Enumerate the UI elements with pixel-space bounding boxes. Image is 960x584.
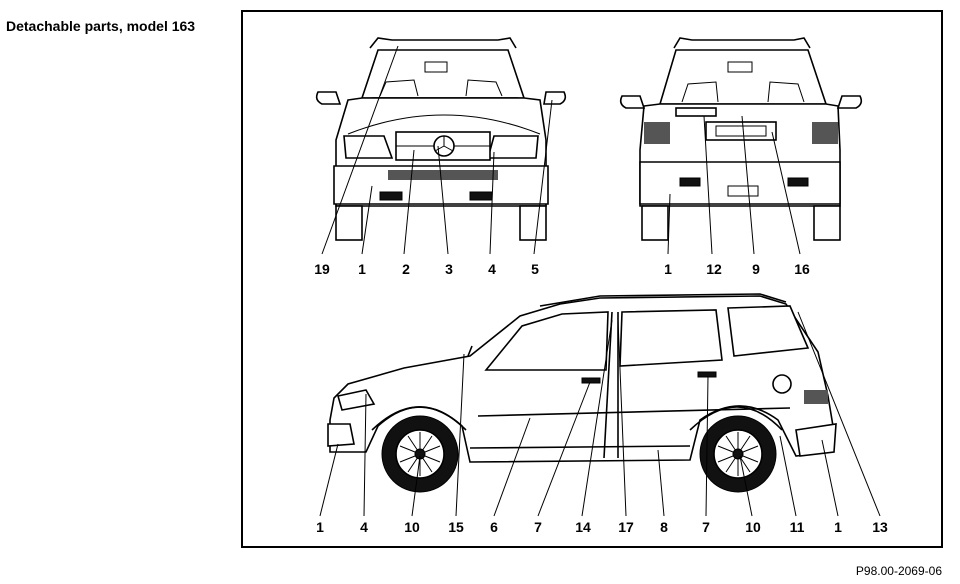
side-arch-rear — [689, 406, 783, 431]
front-fog-right — [469, 191, 493, 201]
rear-mirror-right — [836, 95, 863, 109]
callout-label: 1 — [316, 519, 324, 535]
callout-label: 14 — [575, 519, 591, 535]
front-view — [315, 37, 567, 241]
callout-label: 6 — [490, 519, 498, 535]
callout-label: 1 — [358, 261, 366, 277]
callout-label: 16 — [794, 261, 810, 277]
side-sill — [469, 445, 691, 449]
front-mirror-interior — [424, 61, 448, 73]
side-window-quarter — [727, 305, 810, 357]
callout-label: 1 — [834, 519, 842, 535]
front-headlamp-left — [343, 135, 394, 159]
side-window-rear-door — [619, 309, 723, 367]
rear-mirror-left — [619, 95, 646, 109]
front-tire-right — [519, 205, 547, 241]
callout-label: 7 — [534, 519, 542, 535]
diagram-title: Detachable parts, model 163 — [6, 18, 196, 34]
rear-taillight-right — [812, 122, 838, 144]
diagram-frame — [241, 10, 943, 548]
rear-leaders — [667, 115, 801, 255]
side-front-bumper — [327, 423, 355, 447]
rear-callouts: 1 12 9 16 — [664, 261, 810, 277]
side-view — [327, 293, 837, 493]
callout-label: 19 — [314, 261, 330, 277]
callout-label: 8 — [660, 519, 668, 535]
callout-label: 11 — [790, 519, 805, 535]
front-tire-left — [335, 205, 363, 241]
callout-label: 17 — [618, 519, 634, 535]
figure-reference: P98.00-2069-06 — [855, 564, 942, 578]
callout-label: 15 — [448, 519, 464, 535]
side-door-handle-rear — [697, 371, 717, 378]
rear-window — [658, 49, 828, 105]
front-roof-rails — [369, 37, 517, 49]
callout-label: 4 — [488, 261, 496, 277]
side-rear-bumper — [795, 423, 837, 457]
rear-tire-right — [813, 205, 841, 241]
side-taillight — [804, 390, 828, 404]
rear-taillight-left — [644, 122, 670, 144]
front-seat-right — [465, 79, 503, 97]
front-fog-left — [379, 191, 403, 201]
rear-seat-left — [681, 81, 719, 103]
rear-bumper — [639, 161, 841, 205]
front-mirror-right — [543, 91, 567, 105]
side-moulding — [477, 407, 791, 417]
front-leaders — [321, 45, 553, 255]
front-seat-left — [379, 79, 419, 97]
side-window-front — [484, 311, 609, 371]
side-antenna — [467, 345, 473, 357]
rear-tailgate-trim — [675, 107, 717, 117]
callout-label: 1 — [664, 261, 672, 277]
callout-label: 10 — [404, 519, 420, 535]
side-wheel-front — [381, 415, 459, 493]
front-headlamp-right — [486, 135, 539, 159]
callout-label: 13 — [872, 519, 888, 535]
side-roof-rail — [539, 293, 787, 307]
side-b-pillar — [603, 311, 613, 459]
side-arch-front — [371, 406, 467, 431]
side-callouts: 1 4 10 15 6 7 14 17 8 7 10 11 1 13 — [316, 519, 888, 535]
side-fuel-flap — [772, 374, 792, 394]
rear-reflector-left — [679, 177, 701, 187]
front-hood-line — [347, 114, 541, 135]
side-leaders — [319, 311, 881, 517]
callout-label: 4 — [360, 519, 368, 535]
callout-label: 2 — [402, 261, 410, 277]
callout-label: 12 — [706, 261, 722, 277]
rear-seat-right — [767, 81, 805, 103]
rear-reflector-right — [787, 177, 809, 187]
rear-window-brakelight — [727, 61, 753, 73]
side-headlamp — [336, 389, 376, 411]
rear-tire-left — [641, 205, 669, 241]
front-bumper-grille — [388, 170, 498, 180]
callout-label: 7 — [702, 519, 710, 535]
rear-plate — [727, 185, 759, 197]
callout-label: 5 — [531, 261, 539, 277]
callout-label: 3 — [445, 261, 453, 277]
rear-roof-rails — [673, 37, 811, 49]
side-door-handle-front — [581, 377, 601, 384]
callout-label: 10 — [745, 519, 761, 535]
callout-label: 9 — [752, 261, 760, 277]
rear-view — [619, 37, 863, 241]
front-mirror-left — [315, 91, 342, 105]
front-callouts: 19 1 2 3 4 5 — [314, 261, 539, 277]
side-wheel-rear — [699, 415, 777, 493]
